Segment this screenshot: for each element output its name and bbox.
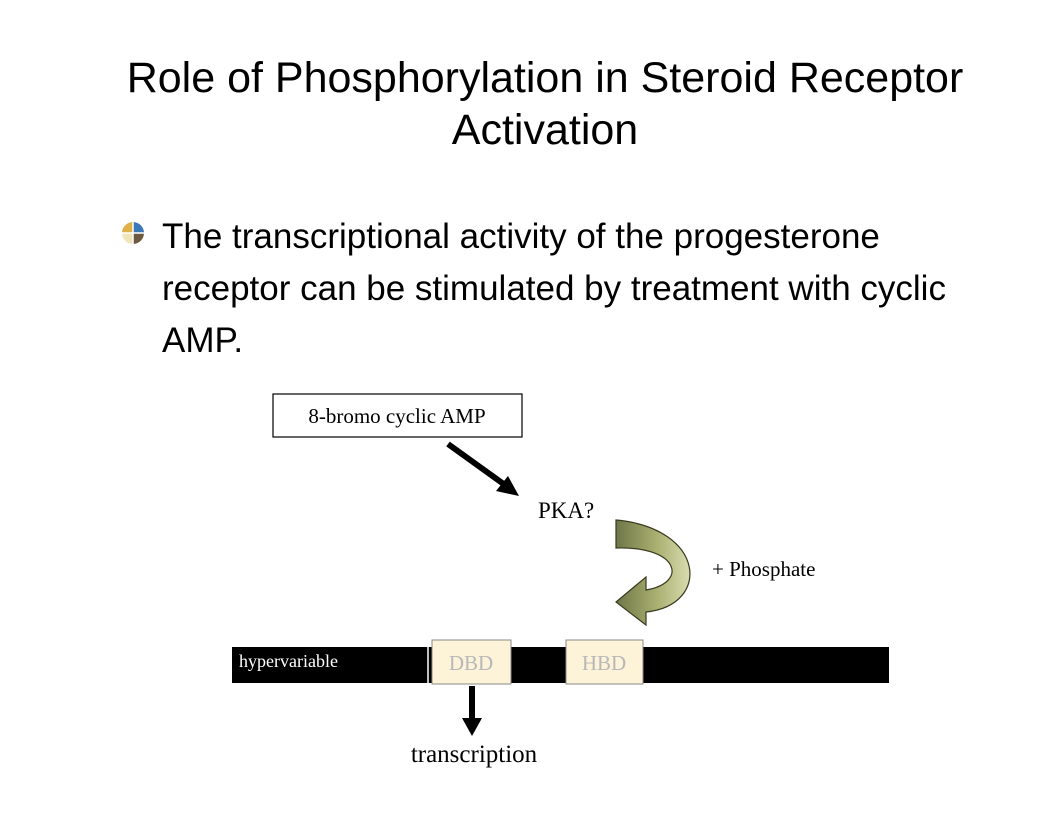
curved-phosphorylation-arrow	[615, 519, 691, 627]
quadrant-bullet-icon	[122, 222, 144, 244]
agent-box	[272, 393, 523, 438]
hbd-box	[565, 639, 644, 685]
slide-title: Role of Phosphorylation in Steroid Recep…	[126, 54, 964, 154]
bullet-text: The transcriptional activity of the prog…	[162, 217, 946, 360]
dbd-label: DBD	[449, 651, 493, 675]
dbd-box	[431, 639, 512, 685]
receptor-bar	[232, 647, 889, 683]
kinase-label: PKA?	[538, 498, 594, 523]
transcription-arrowhead	[462, 718, 482, 736]
agent-label: 8-bromo cyclic AMP	[308, 404, 485, 428]
output-label: transcription	[411, 741, 538, 768]
phosphate-label: + Phosphate	[712, 557, 815, 581]
activation-arrow	[446, 441, 507, 488]
activation-arrowhead	[496, 476, 519, 496]
hypervariable-label: hypervariable	[239, 651, 338, 671]
hbd-label: HBD	[582, 651, 626, 675]
